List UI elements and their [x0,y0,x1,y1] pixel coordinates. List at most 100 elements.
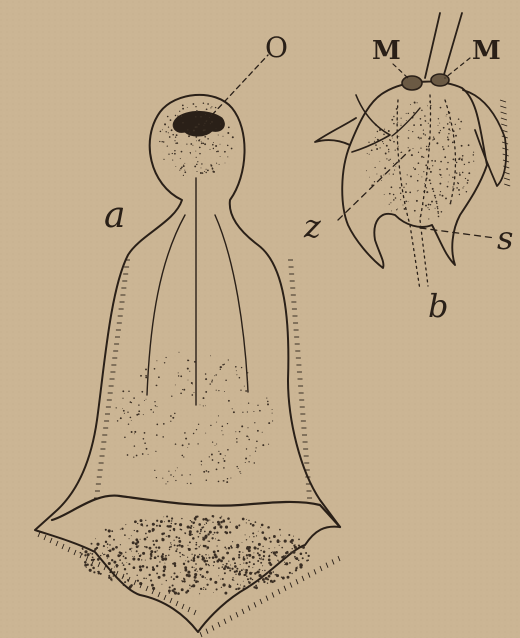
stipple-dot [438,213,439,214]
stipple-dot [462,172,464,174]
stipple-dot [227,156,228,157]
stipple-dot [224,531,226,533]
stipple-dot [146,566,148,568]
stipple-dot [385,153,387,155]
stipple-dot [187,483,188,484]
stipple-dot [142,552,145,555]
stipple-dot [183,389,185,391]
stipple-dot [173,530,175,532]
stipple-dot [214,532,216,534]
stipple-dot [137,558,140,561]
stipple-dot [252,532,254,534]
stipple-dot [262,558,264,560]
stipple-dot [405,201,407,203]
stipple-dot [134,431,136,433]
stipple-dot [134,530,135,531]
stipple-dot [461,145,463,147]
stipple-dot [200,531,202,533]
stipple-dot [169,586,171,588]
stipple-dot [201,464,202,465]
stipple-dot [178,544,180,546]
stipple-dot [232,579,234,581]
stipple-dot [430,105,431,106]
stipple-dot [204,143,206,145]
stipple-dot [108,536,110,538]
stipple-dot [215,145,217,147]
stipple-dot [388,149,389,150]
stipple-dot [193,522,195,524]
stipple-dot [432,139,433,140]
stipple-dot [458,189,460,191]
stipple-dot [450,130,451,131]
stipple-dot [144,538,147,541]
stipple-dot [393,163,394,164]
stipple-dot [218,539,220,541]
stipple-dot [426,191,428,193]
stipple-dot [176,549,177,550]
stipple-dot [295,567,297,569]
stipple-dot [455,135,457,137]
stipple-dot [195,116,197,118]
stipple-dot [417,190,418,191]
stipple-dot [236,568,238,570]
stipple-dot [213,565,214,566]
stipple-dot [187,359,189,361]
stipple-dot [225,163,226,164]
stipple-dot [211,537,213,539]
stipple-dot [155,539,158,542]
stipple-dot [159,525,161,527]
stipple-dot [173,578,175,580]
stipple-dot [229,569,231,571]
stipple-dot [115,564,118,567]
stipple-dot [467,179,469,181]
stipple-dot [296,557,297,558]
stipple-dot [246,554,248,556]
stipple-dot [259,558,261,560]
stipple-dot [175,115,176,116]
stipple-dot [218,481,220,483]
stipple-dot [193,557,196,560]
stipple-dot [421,110,422,111]
stipple-dot [236,438,237,439]
stipple-dot [205,172,206,173]
stipple-dot [448,181,449,182]
stipple-dot [176,536,178,538]
stipple-dot [102,553,103,554]
stipple-dot [156,434,158,436]
stipple-dot [447,136,448,137]
stipple-dot [233,411,235,413]
stipple-dot [183,578,185,580]
stipple-dot [144,432,146,434]
stipple-dot [164,557,167,560]
stipple-dot [195,516,198,519]
stipple-dot [169,592,171,594]
stipple-dot [229,584,230,585]
stipple-dot [375,144,377,146]
stipple-dot [237,546,239,548]
stipple-dot [376,148,378,150]
stipple-dot [227,132,229,134]
stipple-dot [125,552,126,553]
stipple-dot [200,574,202,576]
stipple-dot [201,461,203,463]
stipple-dot [259,569,261,571]
stipple-dot [218,415,219,416]
stipple-dot [224,572,226,574]
stipple-dot [218,451,219,452]
stipple-dot [113,539,115,541]
stipple-dot [301,547,302,548]
stipple-dot [439,194,441,196]
stipple-dot [401,152,402,153]
stipple-dot [195,151,196,152]
stipple-dot [107,558,108,559]
stipple-dot [190,474,191,475]
stipple-dot [155,405,156,406]
stipple-dot [180,556,181,557]
stipple-dot [286,556,287,557]
stipple-dot [122,562,123,563]
stipple-dot [145,533,147,535]
stipple-dot [401,118,402,119]
stipple-dot [193,527,194,528]
stipple-dot [108,562,111,565]
stipple-dot [190,153,191,154]
